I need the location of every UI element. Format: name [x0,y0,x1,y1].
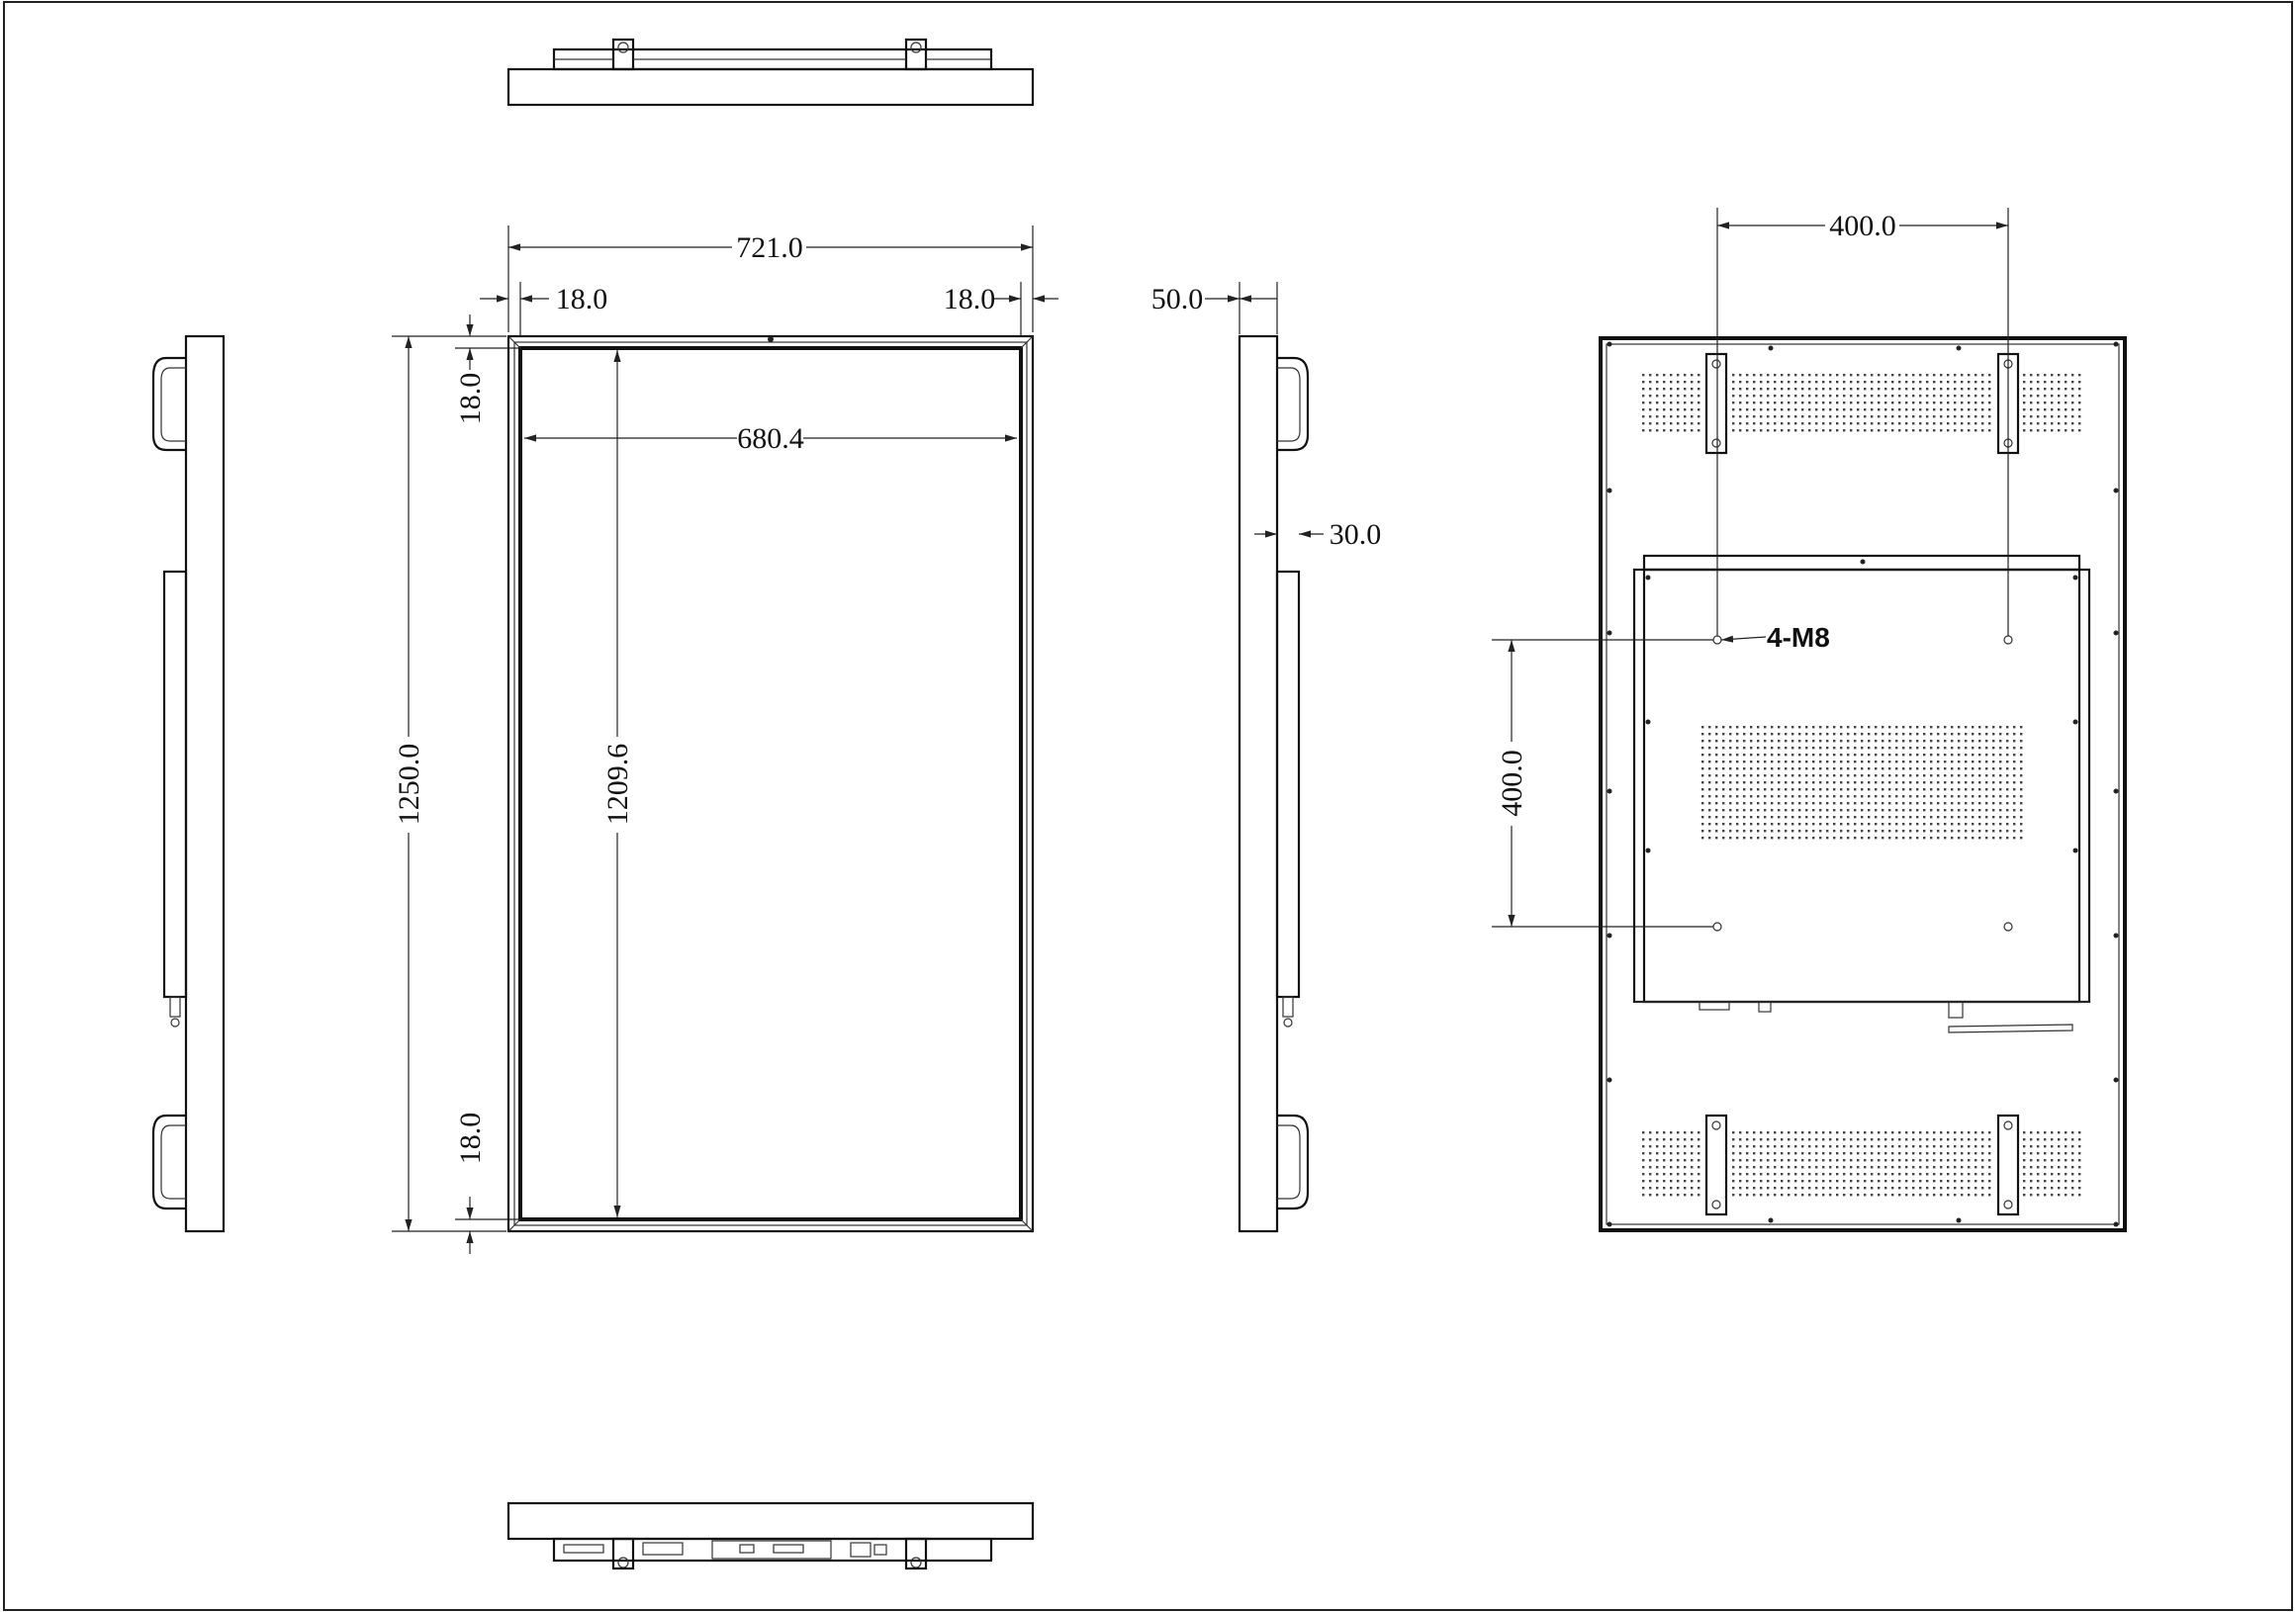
vent-grid-bottom [1642,1131,2081,1197]
right-side-view [1238,334,1310,1233]
dimension-bottom-bezel: 18.0 [454,1113,518,1254]
overall-height-label: 1250.0 [393,744,425,826]
top-view [506,38,1035,107]
dimension-vesa-horizontal: 400.0 [1716,208,2009,636]
dimension-vesa-vertical: 400.0 [1492,639,1713,928]
dimension-active-width: 680.4 [524,422,1017,455]
dimension-top-bezel: 18.0 [454,314,518,424]
bottom-view [506,1501,1035,1570]
front-view [506,334,1035,1233]
mount-bracket-top-left [1704,352,1728,455]
dimension-overall-width: 721.0 [507,225,1034,332]
mount-bracket-bottom-left [1704,1114,1728,1216]
left-bezel-label: 18.0 [556,283,608,315]
left-side-view [151,334,226,1233]
dimension-depth: 50.0 [1151,282,1278,334]
active-width-label: 680.4 [737,422,804,455]
dimension-overall-height: 1250.0 [392,335,506,1232]
rear-view [1599,336,2127,1232]
vesa-horizontal-label: 400.0 [1829,210,1896,242]
vent-grid-top [1642,374,2081,432]
bottom-bezel-label: 18.0 [454,1113,487,1165]
rear-screws [1607,341,2119,1227]
active-height-label: 1209.6 [601,744,634,826]
body-depth-label: 30.0 [1330,518,1382,551]
mount-hole-note: 4-M8 [1767,622,1830,653]
dimension-right-bezel: 18.0 [944,282,1058,336]
sheet-border [3,1,2293,1611]
dimension-active-height: 1209.6 [601,350,634,1217]
dimension-body-depth: 30.0 [1254,518,1381,551]
mount-hole-callout: 4-M8 [1720,622,1830,653]
right-bezel-label: 18.0 [944,283,996,315]
mount-bracket-bottom-right [1996,1114,2020,1216]
overall-width-label: 721.0 [736,231,803,264]
dimension-left-bezel: 18.0 [480,282,607,336]
depth-label: 50.0 [1151,283,1204,315]
vent-grid-middle [1701,726,2023,840]
top-bezel-label: 18.0 [454,373,487,425]
vesa-vertical-label: 400.0 [1496,750,1528,817]
